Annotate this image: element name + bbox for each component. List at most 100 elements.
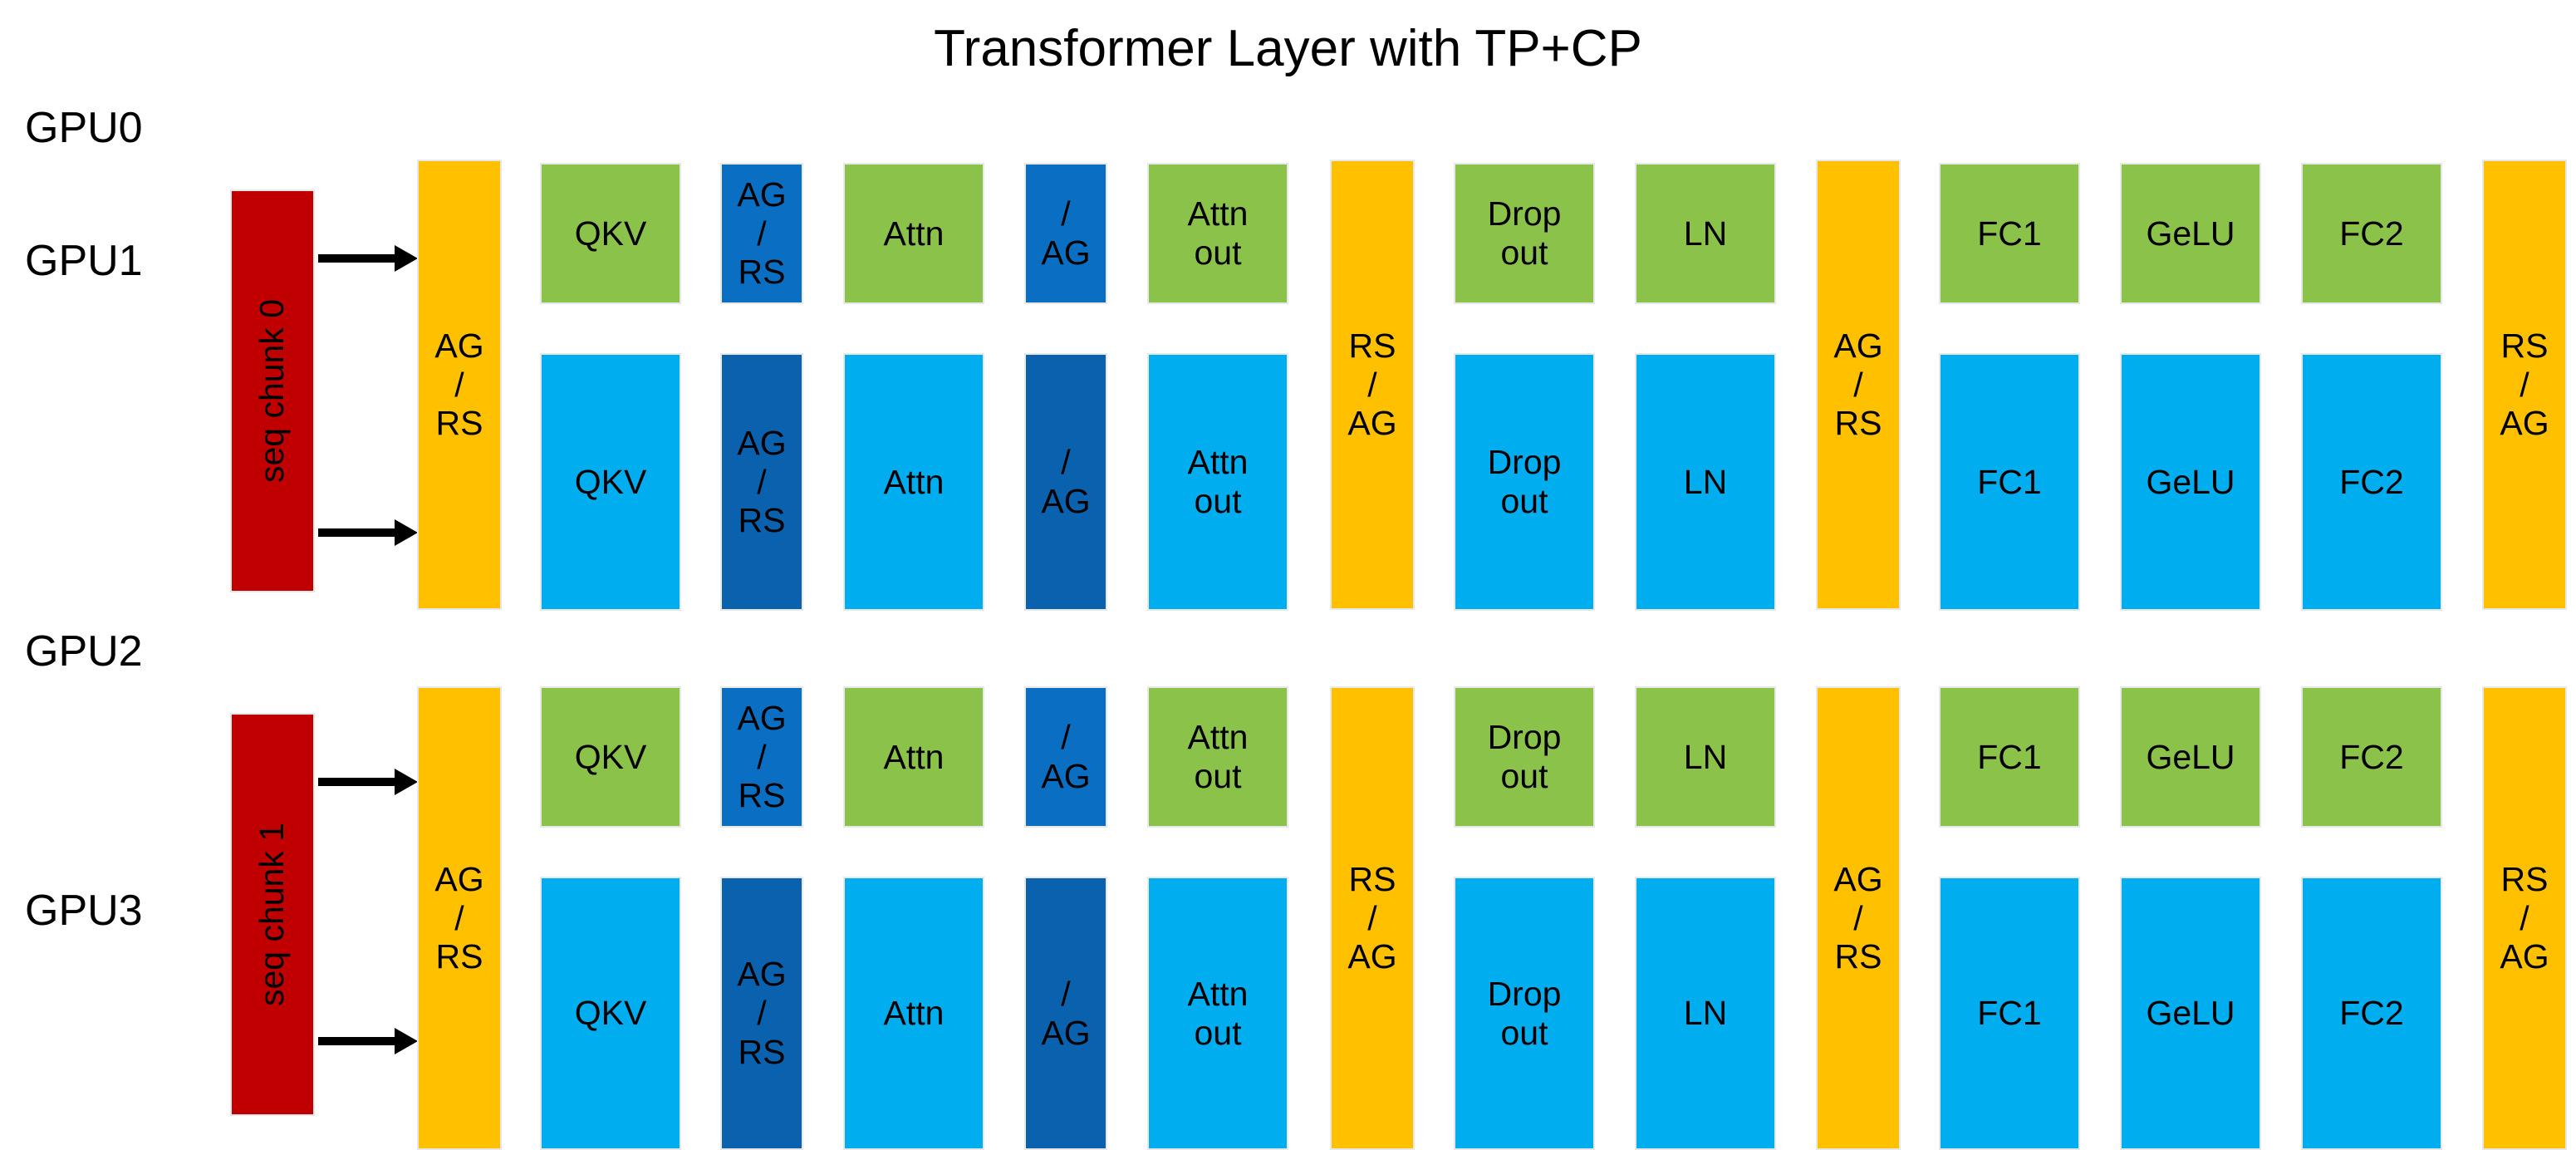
block-label-ag: AG bbox=[1041, 757, 1091, 795]
compute-block-fc2-gpu0[interactable]: FC2 bbox=[2301, 163, 2442, 304]
compute-block-attn-out-gpu2[interactable]: Attn out bbox=[1147, 686, 1288, 828]
block-label-slash: / bbox=[1061, 718, 1071, 757]
block-label-fc2: FC2 bbox=[2339, 994, 2404, 1033]
compute-block-dropout-gpu2[interactable]: Drop out bbox=[1454, 686, 1595, 828]
block-label-slash: / bbox=[1061, 443, 1071, 482]
seq-chunk-block-1[interactable]: seq chunk 1 bbox=[230, 713, 315, 1116]
comm-label-slash: / bbox=[1367, 898, 1377, 937]
compute-block-attn-gpu0[interactable]: Attn bbox=[843, 163, 984, 304]
block-label-qkv: QKV bbox=[574, 994, 647, 1033]
compute-block-ln-gpu2[interactable]: LN bbox=[1635, 686, 1776, 828]
cp-comm-block-slash-ag-gpu1[interactable]: / AG bbox=[1024, 353, 1107, 611]
compute-block-dropout-gpu0[interactable]: Drop out bbox=[1454, 163, 1595, 304]
compute-block-attn-gpu1[interactable]: Attn bbox=[843, 353, 984, 611]
block-label-attn: Attn bbox=[883, 737, 945, 776]
compute-block-qkv-gpu2[interactable]: QKV bbox=[540, 686, 681, 828]
compute-block-fc1-gpu1[interactable]: FC1 bbox=[1939, 353, 2080, 611]
block-label-ag: AG bbox=[1041, 1013, 1091, 1052]
block-label-attn: Attn bbox=[1187, 974, 1249, 1013]
block-label-attn: Attn bbox=[883, 994, 945, 1033]
cp-comm-block-ag-rs-gpu2[interactable]: AG / RS bbox=[720, 686, 803, 828]
block-label-ag: AG bbox=[1041, 482, 1091, 520]
comm-label-rs: RS bbox=[435, 404, 483, 443]
compute-block-gelu-gpu1[interactable]: GeLU bbox=[2120, 353, 2261, 611]
comm-block-ag-rs-input-1[interactable]: AG / RS bbox=[417, 686, 502, 1150]
block-label-slash: / bbox=[757, 737, 767, 776]
comm-label-slash: / bbox=[454, 898, 464, 937]
compute-block-ln-gpu1[interactable]: LN bbox=[1635, 353, 1776, 611]
comm-block-rs-ag-attn-0[interactable]: RS / AG bbox=[1330, 160, 1415, 610]
block-label-ag: AG bbox=[737, 955, 787, 994]
block-label-gelu: GeLU bbox=[2146, 737, 2235, 776]
compute-block-qkv-gpu3[interactable]: QKV bbox=[540, 877, 681, 1150]
cp-comm-block-ag-rs-gpu3[interactable]: AG / RS bbox=[720, 877, 803, 1150]
block-label-out: out bbox=[1500, 757, 1548, 795]
block-label-attn: Attn bbox=[883, 214, 945, 253]
comm-block-ag-rs-input-0[interactable]: AG / RS bbox=[417, 160, 502, 610]
comm-block-ag-rs-mlp-0[interactable]: AG / RS bbox=[1816, 160, 1901, 610]
comm-label-rs: RS bbox=[435, 937, 483, 976]
gpu-label-gpu2: GPU2 bbox=[25, 627, 143, 676]
comm-block-rs-ag-output-0[interactable]: RS / AG bbox=[2482, 160, 2567, 610]
block-label-out: out bbox=[1500, 482, 1548, 520]
comm-label-slash: / bbox=[2520, 365, 2529, 404]
block-label-attn: Attn bbox=[1187, 194, 1249, 233]
seq-chunk-label-0: seq chunk 0 bbox=[253, 298, 292, 484]
comm-label-rs: RS bbox=[1834, 404, 1882, 443]
compute-block-attn-gpu2[interactable]: Attn bbox=[843, 686, 984, 828]
compute-block-fc2-gpu3[interactable]: FC2 bbox=[2301, 877, 2442, 1150]
compute-block-gelu-gpu2[interactable]: GeLU bbox=[2120, 686, 2261, 828]
comm-block-rs-ag-output-1[interactable]: RS / AG bbox=[2482, 686, 2567, 1150]
comm-block-ag-rs-mlp-1[interactable]: AG / RS bbox=[1816, 686, 1901, 1150]
block-label-drop: Drop bbox=[1487, 718, 1562, 757]
block-label-gelu: GeLU bbox=[2146, 994, 2235, 1033]
compute-block-qkv-gpu0[interactable]: QKV bbox=[540, 163, 681, 304]
cp-comm-block-slash-ag-gpu0[interactable]: / AG bbox=[1024, 163, 1107, 304]
cp-comm-block-ag-rs-gpu1[interactable]: AG / RS bbox=[720, 353, 803, 611]
comm-label-slash: / bbox=[2520, 898, 2529, 937]
comm-label-ag: AG bbox=[434, 859, 484, 898]
compute-block-attn-gpu3[interactable]: Attn bbox=[843, 877, 984, 1150]
comm-label-slash: / bbox=[1367, 365, 1377, 404]
block-label-slash: / bbox=[757, 214, 767, 253]
cp-comm-block-ag-rs-gpu0[interactable]: AG / RS bbox=[720, 163, 803, 304]
compute-block-fc1-gpu2[interactable]: FC1 bbox=[1939, 686, 2080, 828]
compute-block-gelu-gpu0[interactable]: GeLU bbox=[2120, 163, 2261, 304]
block-label-gelu: GeLU bbox=[2146, 214, 2235, 253]
block-label-fc1: FC1 bbox=[1977, 737, 2042, 776]
block-label-qkv: QKV bbox=[574, 737, 647, 776]
cp-comm-block-slash-ag-gpu2[interactable]: / AG bbox=[1024, 686, 1107, 828]
compute-block-attn-out-gpu0[interactable]: Attn out bbox=[1147, 163, 1288, 304]
block-label-ln: LN bbox=[1683, 462, 1728, 501]
compute-block-dropout-gpu3[interactable]: Drop out bbox=[1454, 877, 1595, 1150]
compute-block-ln-gpu0[interactable]: LN bbox=[1635, 163, 1776, 304]
cp-comm-block-slash-ag-gpu3[interactable]: / AG bbox=[1024, 877, 1107, 1150]
block-label-attn: Attn bbox=[883, 462, 945, 501]
compute-block-qkv-gpu1[interactable]: QKV bbox=[540, 353, 681, 611]
comm-label-rs: RS bbox=[2500, 326, 2549, 365]
compute-block-attn-out-gpu3[interactable]: Attn out bbox=[1147, 877, 1288, 1150]
gpu-label-gpu0: GPU0 bbox=[25, 104, 143, 152]
compute-block-ln-gpu3[interactable]: LN bbox=[1635, 877, 1776, 1150]
block-label-ln: LN bbox=[1683, 994, 1728, 1033]
comm-block-rs-ag-attn-1[interactable]: RS / AG bbox=[1330, 686, 1415, 1150]
compute-block-fc2-gpu2[interactable]: FC2 bbox=[2301, 686, 2442, 828]
compute-block-attn-out-gpu1[interactable]: Attn out bbox=[1147, 353, 1288, 611]
comm-label-slash: / bbox=[1853, 898, 1863, 937]
comm-label-slash: / bbox=[454, 365, 464, 404]
comm-label-ag: AG bbox=[1833, 326, 1883, 365]
page-title: Transformer Layer with TP+CP bbox=[934, 20, 1642, 77]
block-label-out: out bbox=[1500, 233, 1548, 272]
compute-block-fc1-gpu0[interactable]: FC1 bbox=[1939, 163, 2080, 304]
block-label-ln: LN bbox=[1683, 737, 1728, 776]
block-label-fc2: FC2 bbox=[2339, 462, 2404, 501]
block-label-out: out bbox=[1194, 1013, 1242, 1052]
compute-block-fc1-gpu3[interactable]: FC1 bbox=[1939, 877, 2080, 1150]
compute-block-fc2-gpu1[interactable]: FC2 bbox=[2301, 353, 2442, 611]
compute-block-gelu-gpu3[interactable]: GeLU bbox=[2120, 877, 2261, 1150]
block-label-ln: LN bbox=[1683, 214, 1728, 253]
seq-chunk-block-0[interactable]: seq chunk 0 bbox=[230, 189, 315, 592]
block-label-gelu: GeLU bbox=[2146, 462, 2235, 501]
compute-block-dropout-gpu1[interactable]: Drop out bbox=[1454, 353, 1595, 611]
